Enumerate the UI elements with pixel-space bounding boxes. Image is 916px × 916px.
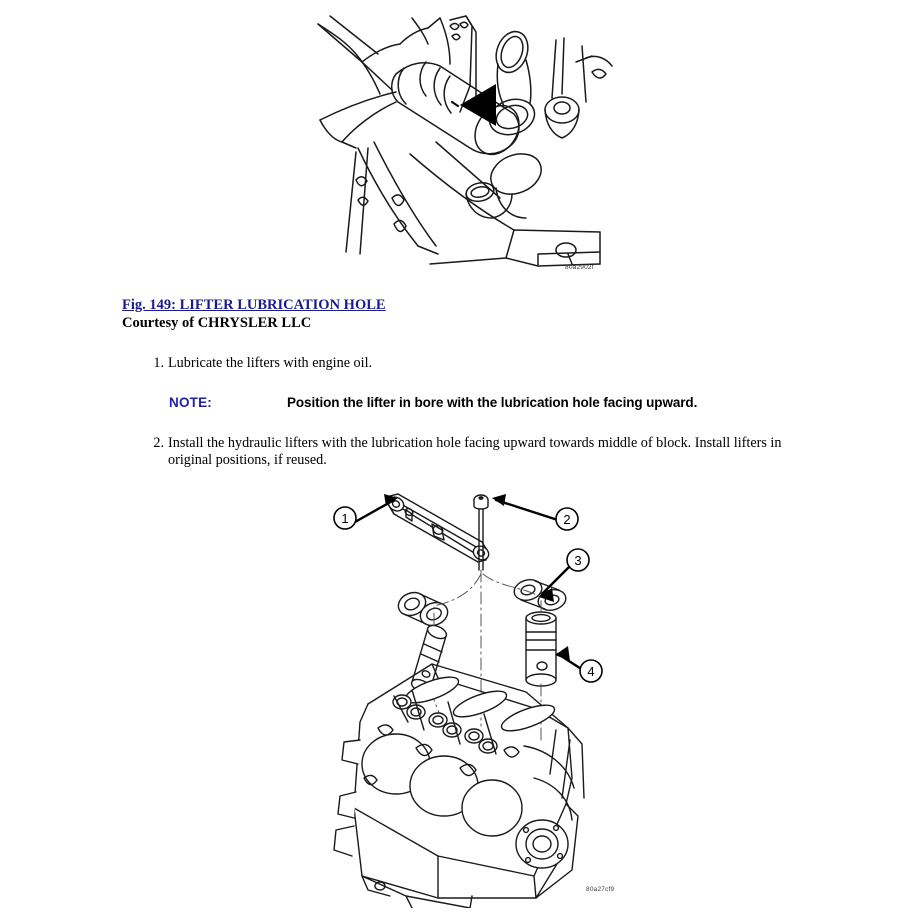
- figure-top-image-id: 80a2902f: [565, 264, 594, 271]
- note-label: NOTE:: [169, 394, 212, 410]
- bellhousing-bolt-holes: [522, 824, 564, 864]
- callout-1: 1: [333, 506, 357, 530]
- step-1-number: 1.: [153, 355, 164, 371]
- hydraulic-lifter-left: [410, 624, 448, 694]
- text-content-block: Fig. 149: LIFTER LUBRICATION HOLE Courte…: [122, 296, 802, 470]
- procedure-step-list: 1. Lubricate the lifters with engine oil…: [122, 355, 802, 373]
- callout-3: 3: [566, 548, 590, 572]
- lubrication-hole-arrow: [460, 84, 496, 126]
- engine-block: [333, 663, 585, 908]
- procedure-step-1: 1. Lubricate the lifters with engine oil…: [148, 355, 802, 373]
- courtesy-line: Courtesy of CHRYSLER LLC: [122, 315, 312, 331]
- callout-arrowheads: [384, 494, 570, 661]
- step-1-text: Lubricate the lifters with engine oil.: [168, 355, 373, 371]
- note-text: Position the lifter in bore with the lub…: [287, 394, 698, 410]
- figure-bottom-image-id: 80a27cf9: [586, 886, 615, 893]
- step-2-text: Install the hydraulic lifters with the l…: [168, 434, 782, 469]
- svg-text:1: 1: [341, 511, 348, 526]
- figure-caption-link[interactable]: Fig. 149: LIFTER LUBRICATION HOLE: [122, 297, 386, 313]
- lubrication-hole-mark: [450, 100, 460, 108]
- figure-lifter-lubrication-hole: [300, 2, 620, 287]
- retainer-bolt: [473, 494, 489, 571]
- procedure-step-2: 2. Install the hydraulic lifters with th…: [148, 435, 802, 470]
- engine-valley-linework: [317, 15, 613, 267]
- hydraulic-lifter-right: [525, 611, 557, 687]
- step-2-number: 2.: [153, 434, 164, 451]
- svg-text:4: 4: [587, 664, 594, 679]
- procedure-step-list-continued: 2. Install the hydraulic lifters with th…: [122, 435, 802, 470]
- lifter-alignment-yoke-right: [513, 579, 567, 611]
- svg-text:2: 2: [563, 512, 570, 527]
- callout-4: 4: [579, 659, 603, 683]
- lifter-bores: [392, 694, 498, 754]
- figure-lifter-installation-exploded: 1 2 3 4: [320, 478, 650, 908]
- svg-text:3: 3: [574, 553, 581, 568]
- lifter-alignment-yoke-left: [397, 591, 449, 627]
- callout-2: 2: [555, 507, 579, 531]
- note-callout: NOTE: Position the lifter in bore with t…: [169, 395, 802, 410]
